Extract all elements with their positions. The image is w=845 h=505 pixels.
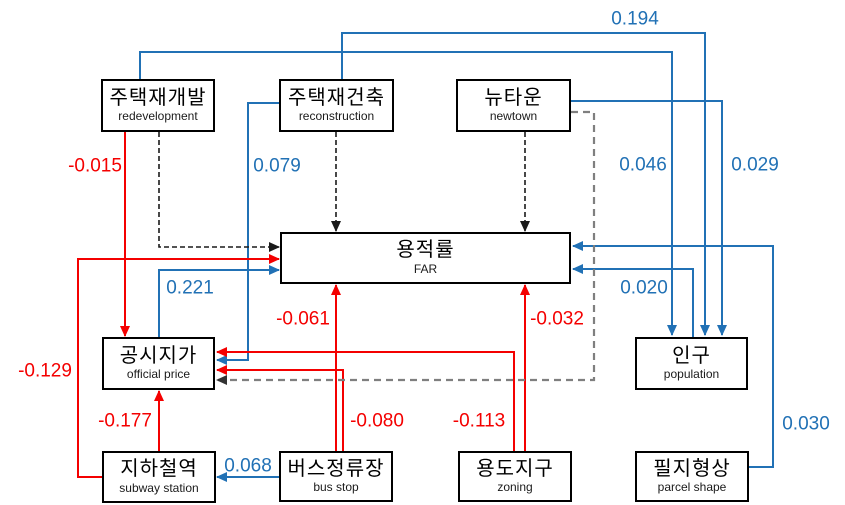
node-redevelopment-label: 주택재개발 <box>109 86 207 109</box>
coef-zoning-far: -0.032 <box>530 308 584 330</box>
node-redevelopment: 주택재개발 redevelopment <box>101 79 215 132</box>
edge-redevelopment-far-dashed <box>158 132 280 252</box>
node-zoning-sublabel: zoning <box>497 480 533 495</box>
coef-subway-station-far: -0.129 <box>18 360 72 382</box>
edge-zoning-official-price <box>216 347 515 451</box>
edge-official-price-far <box>158 265 280 337</box>
node-reconstruction: 주택재건축 reconstruction <box>279 79 394 132</box>
node-official-price: 공시지가 official price <box>102 337 215 390</box>
coef-zoning-official-price: -0.113 <box>452 410 506 432</box>
edge-subway-station-far <box>77 254 280 478</box>
edge-reconstruction-official-price <box>216 102 279 365</box>
node-far-sublabel: FAR <box>413 261 438 276</box>
node-newtown-label: 뉴타운 <box>484 86 543 109</box>
edge-redevelopment-population <box>139 51 677 336</box>
node-newtown: 뉴타운 newtown <box>456 79 571 132</box>
node-bus-stop-sublabel: bus stop <box>313 480 359 495</box>
coef-parcel-shape-far: 0.030 <box>782 413 830 435</box>
edge-newtown-official-price-dashed <box>216 110 596 385</box>
node-newtown-sublabel: newtown <box>489 109 538 124</box>
node-population-sublabel: population <box>663 367 720 382</box>
coef-bus-stop-subway-station: 0.068 <box>224 455 272 477</box>
node-parcel-shape-sublabel: parcel shape <box>657 480 727 495</box>
node-reconstruction-sublabel: reconstruction <box>298 109 375 124</box>
node-redevelopment-sublabel: redevelopment <box>118 109 198 124</box>
node-far-label: 용적률 <box>396 239 455 262</box>
node-bus-stop: 버스정류장 bus stop <box>279 451 393 502</box>
node-subway-station-label: 지하철역 <box>120 458 198 481</box>
coef-bus-stop-official-price: -0.080 <box>350 410 404 432</box>
edge-population-far <box>572 264 694 337</box>
edge-newtown-population <box>571 100 727 336</box>
coef-newtown-population: 0.029 <box>731 154 779 176</box>
node-parcel-shape: 필지형상 parcel shape <box>635 451 749 502</box>
node-bus-stop-label: 버스정류장 <box>287 457 385 480</box>
coef-redevelopment-population: 0.046 <box>619 154 667 176</box>
edge-reconstruction-population <box>341 32 710 336</box>
node-parcel-shape-label: 필지형상 <box>653 457 731 480</box>
node-population: 인구 population <box>635 337 748 390</box>
coef-bus-stop-far: -0.061 <box>276 308 330 330</box>
coef-population-far: 0.020 <box>620 277 668 299</box>
coef-redevelopment-official-price: -0.015 <box>68 155 122 177</box>
node-subway-station-sublabel: subway station <box>119 480 199 495</box>
node-far: 용적률 FAR <box>280 232 571 284</box>
node-population-label: 인구 <box>672 344 711 367</box>
node-zoning: 용도지구 zoning <box>458 451 572 502</box>
node-official-price-label: 공시지가 <box>119 344 198 367</box>
coef-official-price-far: 0.221 <box>166 277 214 299</box>
node-subway-station: 지하철역 subway station <box>102 451 216 503</box>
node-official-price-sublabel: official price <box>126 367 191 382</box>
node-zoning-label: 용도지구 <box>476 457 554 480</box>
coef-reconstruction-population: 0.194 <box>611 8 659 30</box>
edge-bus-stop-official-price <box>216 365 344 451</box>
coef-reconstruction-official-price: 0.079 <box>253 155 301 177</box>
node-reconstruction-label: 주택재건축 <box>288 86 385 109</box>
coef-subway-station-official-price: -0.177 <box>98 410 152 432</box>
edge-parcel-shape-far <box>572 241 774 468</box>
